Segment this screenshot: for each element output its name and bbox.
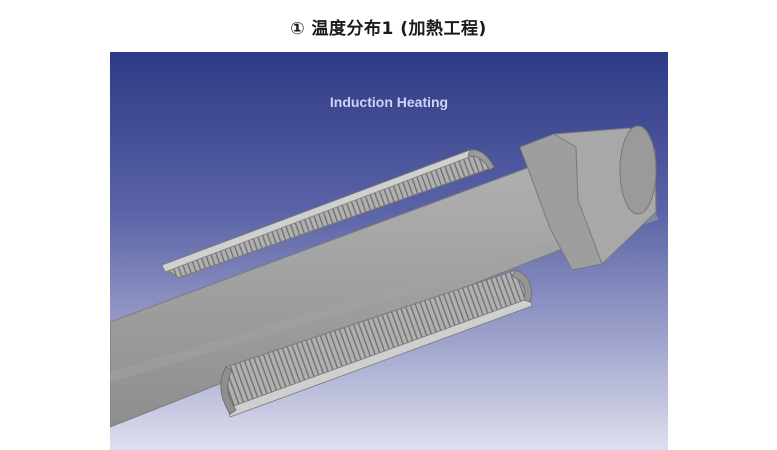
figure-caption: ① 温度分布1 (加熱工程) xyxy=(290,19,487,39)
upper-coil xyxy=(161,149,496,279)
simulation-viewport[interactable]: Induction Heating xyxy=(110,52,668,450)
shaft-coil-model xyxy=(110,125,658,428)
simulation-title: Induction Heating xyxy=(329,94,449,110)
shaft xyxy=(110,125,658,428)
lower-coil xyxy=(220,269,533,418)
